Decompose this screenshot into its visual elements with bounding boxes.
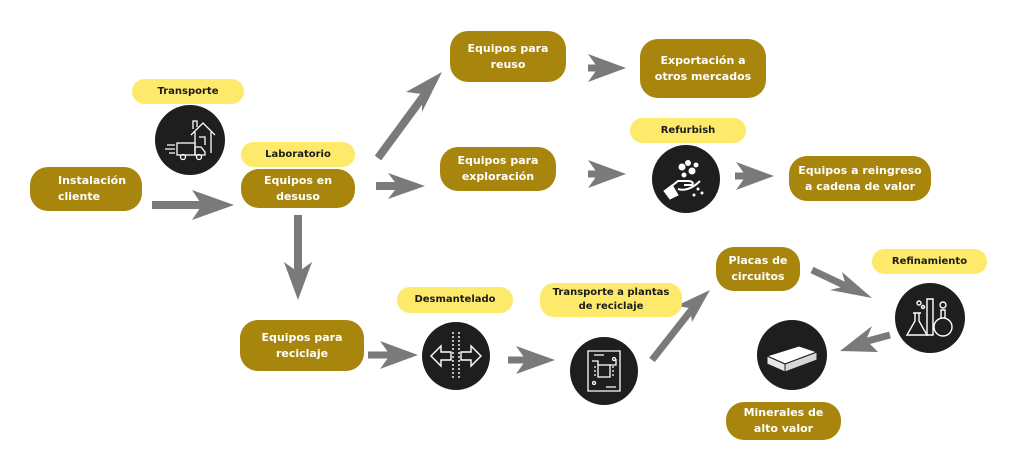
- arrow-desuso-to-exploracion: [376, 173, 425, 199]
- tag-refinamiento: Refinamiento: [872, 249, 987, 274]
- split-arrows-icon: [422, 322, 490, 390]
- node-equipos-para-reuso: Equipos para reuso: [450, 31, 566, 82]
- tag-laboratorio: Laboratorio: [241, 142, 355, 167]
- tag-desmantelado: Desmantelado: [397, 287, 513, 313]
- arrow-transporte-to-placas: [649, 290, 710, 363]
- tag-refurbish: Refurbish: [630, 118, 746, 143]
- mineral-bar-icon: [757, 320, 827, 390]
- node-equipos-para-reciclaje: Equipos para reciclaje: [240, 320, 364, 371]
- tag-transporte: Transporte: [132, 79, 244, 104]
- circuit-board-icon: [570, 337, 638, 405]
- arrow-desuso-to-reuso: [374, 72, 442, 161]
- tag-transporte-plantas: Transporte a plantas de reciclaje: [540, 283, 682, 317]
- hand-with-materials-icon: [652, 145, 720, 213]
- arrow-placas-to-refinamiento: [810, 266, 872, 298]
- arrow-reciclaje-to-desmantelado: [368, 341, 418, 369]
- delivery-truck-house-icon: [155, 105, 225, 175]
- arrow-exploracion-to-refurbish: [588, 160, 626, 188]
- node-placas-de-circuitos: Placas de circuitos: [716, 247, 800, 291]
- arrow-reuso-to-exportacion: [588, 54, 626, 82]
- node-equipos-reingreso: Equipos a reingreso a cadena de valor: [789, 156, 931, 201]
- lab-flasks-icon: [895, 283, 965, 353]
- arrow-instalacion-to-desuso: [152, 190, 234, 220]
- node-equipos-para-exploracion: Equipos para exploración: [440, 147, 556, 191]
- node-equipos-en-desuso: Equipos en desuso: [241, 169, 355, 208]
- arrow-desmantelado-to-transporte: [508, 346, 555, 374]
- arrow-refinamiento-to-minerales: [840, 326, 891, 352]
- node-minerales-alto-valor: Minerales de alto valor: [726, 402, 841, 440]
- node-exportacion: Exportación a otros mercados: [640, 39, 766, 98]
- arrow-refurbish-to-reingreso: [735, 162, 774, 190]
- arrow-desuso-to-reciclaje: [284, 215, 312, 300]
- node-instalacion-cliente: Instalación cliente: [30, 167, 142, 211]
